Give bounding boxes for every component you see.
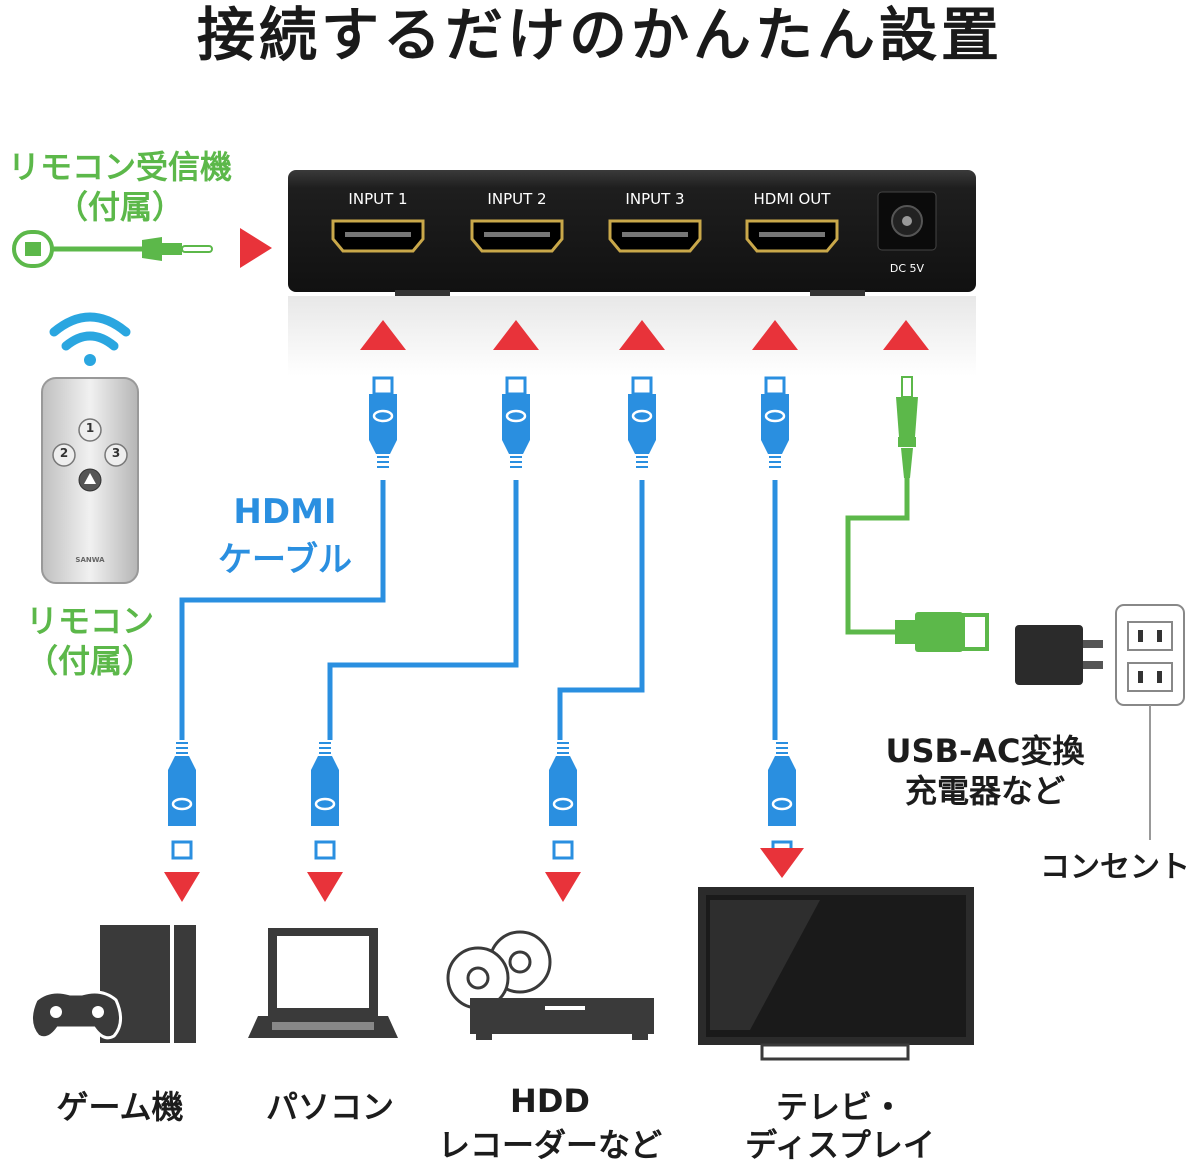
remote-brand: SANWA	[75, 556, 105, 564]
charger-sublabel: 充電器など	[904, 772, 1065, 810]
receiver-arrow	[240, 228, 272, 268]
hdmi-plug-bottom-1	[168, 742, 196, 860]
receiver-sublabel: （付属）	[55, 188, 184, 226]
input-arrows	[240, 228, 929, 350]
output-arrows	[164, 848, 804, 902]
hdmi-plugs-top	[369, 376, 789, 468]
usb-power-cable	[845, 376, 989, 652]
recorder-icon	[446, 930, 654, 1040]
power-label: DC 5V	[889, 262, 925, 275]
game-console-icon	[30, 925, 196, 1043]
device-label-hdd: HDD	[510, 1082, 590, 1120]
hdmi-plug-bottom-2	[311, 742, 339, 860]
page-title: 接続するだけのかんたん設置	[196, 1, 1003, 69]
hdmi-plug-bottom-4	[768, 742, 796, 860]
hdmi-cable-1	[179, 480, 386, 740]
ir-receiver	[12, 230, 213, 268]
remote-sublabel: （付属）	[25, 642, 154, 680]
tv-icon	[698, 887, 974, 1061]
port-label-input3: INPUT 3	[625, 190, 685, 208]
hdmi-cables	[179, 480, 778, 740]
hdmi-cable-2	[327, 480, 519, 740]
device-sublabel-hdd: レコーダーなど	[437, 1126, 662, 1164]
charger-label: USB-AC変換	[885, 732, 1085, 770]
hdmi-plug-top-4	[761, 376, 789, 468]
port-label-input1: INPUT 1	[348, 190, 408, 208]
laptop-icon	[248, 928, 398, 1038]
hdmi-cable-3	[557, 480, 645, 740]
wall-outlet	[1115, 604, 1185, 840]
remote-button-3: 3	[111, 446, 121, 460]
device-sublabel-tv: ディスプレイ	[745, 1126, 935, 1164]
cable-label: HDMI	[233, 492, 337, 532]
cable-sublabel: ケーブル	[218, 540, 352, 580]
hdmi-plug-top-3	[628, 376, 656, 468]
device-label-tv: テレビ・	[775, 1088, 904, 1126]
remote-button-2: 2	[59, 446, 69, 460]
dc-jack	[877, 191, 937, 251]
port-label-out: HDMI OUT	[753, 190, 831, 208]
port-label-input2: INPUT 2	[487, 190, 547, 208]
hdmi-plug-top-2	[502, 376, 530, 468]
wifi-icon	[49, 312, 131, 366]
remote-label: リモコン	[25, 602, 154, 640]
device-label-pc: パソコン	[265, 1088, 394, 1126]
hdmi-port-input1	[331, 219, 425, 253]
remote-button-1: 1	[85, 421, 95, 435]
hdmi-port-input3	[608, 219, 702, 253]
outlet-label: コンセント	[1040, 850, 1190, 885]
hdmi-port-input2	[470, 219, 564, 253]
hdmi-plug-bottom-3	[549, 742, 577, 860]
ac-adapter	[1015, 625, 1103, 685]
hdmi-plugs-bottom	[168, 742, 796, 860]
hdmi-port-out	[745, 219, 839, 253]
receiver-label: リモコン受信機	[7, 148, 232, 186]
device-label-game: ゲーム機	[56, 1088, 184, 1126]
remote-control	[41, 377, 139, 584]
hdmi-plug-top-1	[369, 376, 397, 468]
